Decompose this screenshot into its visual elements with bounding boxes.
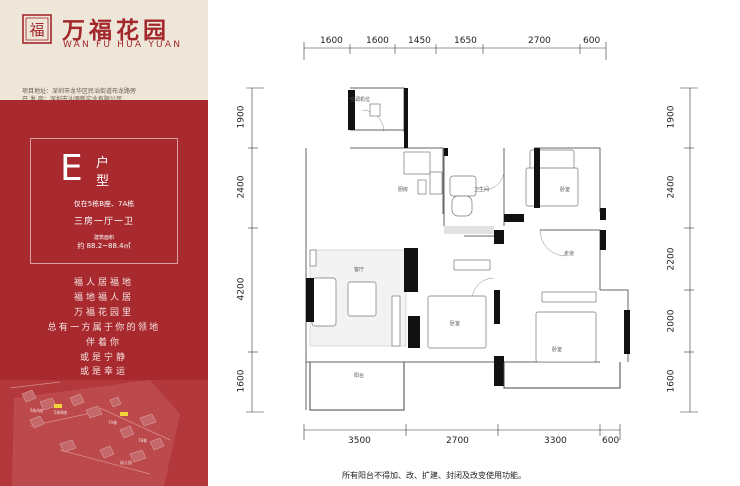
brand-seal-icon: 福 xyxy=(22,14,52,44)
room-bathroom-label: 卫生间 xyxy=(474,187,490,193)
project-address: 项目地址：深圳市龙华区民治街道布龙路旁 xyxy=(22,88,137,95)
site-map: 5栋A座 5栋B座 7A栋 7B栋 幼儿园 xyxy=(0,380,208,486)
poem-line-1: 福人居福地 xyxy=(73,278,134,288)
site-label-5b: 5栋B座 xyxy=(54,409,67,415)
poem-line-3: 万福花园里 xyxy=(73,308,134,318)
dim-top-4: 1650 xyxy=(454,36,477,46)
dim-top-2: 1600 xyxy=(366,36,389,46)
poem-line-2: 福地福人居 xyxy=(73,293,134,303)
unit-area: 约 88.2~88.4㎡ xyxy=(77,242,131,250)
dim-top-5: 2700 xyxy=(528,36,551,46)
poem-line-5: 伴着你 xyxy=(85,338,122,348)
unit-buildings: 仅在5栋B座、7A栋 xyxy=(73,200,135,208)
poem-line-6: 或是宁静 xyxy=(79,353,128,363)
room-bedroom-right-label: 卧室 xyxy=(552,347,563,353)
room-kitchen-label: 厨房 xyxy=(398,187,409,193)
developer: 开 发 商：深圳市汕源新实业有限公司 xyxy=(22,94,122,103)
unit-word-bottom: 型 xyxy=(96,174,110,189)
dim-top-3: 1450 xyxy=(408,36,431,46)
poem-line-4: 总有一方属于你的领地 xyxy=(47,323,161,333)
dim-left-4: 1600 xyxy=(236,369,247,393)
unit-area-label: 建筑面积 xyxy=(93,235,114,241)
unit-word-top: 户 xyxy=(96,156,110,171)
room-living-label: 客厅 xyxy=(354,267,365,273)
plan-drawing xyxy=(246,42,698,440)
site-label-7b: 7B栋 xyxy=(138,437,147,443)
dim-bottom-1: 3500 xyxy=(348,436,371,446)
dim-right-3: 2200 xyxy=(666,247,677,271)
brand-seal-glyph: 福 xyxy=(29,21,44,39)
dim-right-2: 2400 xyxy=(666,175,677,199)
header-panel xyxy=(0,0,208,100)
structural-walls xyxy=(306,88,630,386)
dim-right-5: 1600 xyxy=(666,369,677,393)
dim-right-4: 2000 xyxy=(666,309,677,333)
floor-plan: 1600 1600 1450 1650 2700 600 3500 2700 3… xyxy=(208,0,740,486)
dim-bottom-4: 600 xyxy=(602,436,620,446)
dim-left-1: 1900 xyxy=(236,105,247,129)
room-bedroom-master-label: 卧室 xyxy=(450,321,461,327)
dim-left-3: 4200 xyxy=(236,277,247,301)
dim-left-2: 2400 xyxy=(236,175,247,199)
furniture xyxy=(309,103,597,363)
site-label-7a: 7A栋 xyxy=(108,419,117,425)
dim-top-6: 600 xyxy=(583,36,601,46)
dim-right-1: 1900 xyxy=(666,105,677,129)
poem-line-7: 或是幸运 xyxy=(79,367,128,377)
room-hvac-label: 空调机位 xyxy=(350,97,371,103)
room-bedroom-top-label: 卧室 xyxy=(560,187,571,193)
room-balcony-label: 阳台 xyxy=(354,373,365,379)
site-label-kindergarten: 幼儿园 xyxy=(120,459,132,465)
dimension-lines xyxy=(246,42,698,440)
unit-type-box xyxy=(30,138,178,264)
dim-bottom-3: 3300 xyxy=(544,436,567,446)
brand-name-en: WAN FU HUA YUAN xyxy=(63,40,183,50)
unit-letter: E xyxy=(60,148,83,189)
brand-name-cn: 万福花园 xyxy=(62,17,170,44)
site-label-5a: 5栋A座 xyxy=(30,407,43,413)
dim-top-1: 1600 xyxy=(320,36,343,46)
dim-bottom-2: 2700 xyxy=(446,436,469,446)
room-corridor-label: 走道 xyxy=(564,251,575,257)
unit-layout: 三房一厅一卫 xyxy=(73,217,134,227)
balcony-notice: 所有阳台不得加、改、扩建、封闭及改变使用功能。 xyxy=(342,471,526,480)
